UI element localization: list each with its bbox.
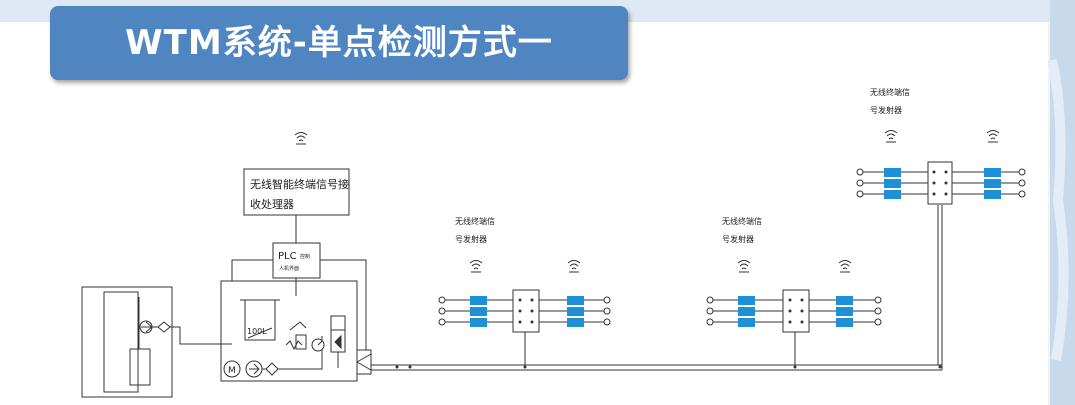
distributor-1: [512, 289, 540, 333]
transmitter-2-label-2: 号发射器: [722, 234, 754, 244]
injector-block: [984, 179, 1001, 188]
pump-cabinet: [81, 286, 173, 398]
outlet-node: [603, 296, 611, 304]
outlet-node: [706, 296, 714, 304]
injector-block: [567, 307, 584, 316]
title-banner: WTM系统-单点检测方式一: [50, 6, 628, 80]
wifi-signal-icon: [884, 130, 898, 143]
outlet-node: [438, 318, 446, 326]
outlet-node: [603, 318, 611, 326]
receiver-label-2: 收处理器: [250, 197, 294, 211]
outlet-node: [856, 168, 864, 176]
injector-block: [470, 307, 487, 316]
injector-block: [836, 307, 853, 316]
transmitter-3-label-2: 号发射器: [870, 105, 902, 115]
wifi-signal-icon: [294, 132, 308, 145]
wifi-signal-icon: [838, 260, 852, 273]
motor-symbol: [223, 360, 241, 378]
injector-block: [738, 296, 755, 305]
outlet-node: [856, 179, 864, 187]
injector-block: [738, 307, 755, 316]
injector-block: [884, 190, 901, 199]
outlet-node: [706, 318, 714, 326]
injector-block: [738, 318, 755, 327]
injector-block: [884, 168, 901, 177]
injector-block: [984, 168, 1001, 177]
receiver-label-1: 无线智能终端信号接: [250, 177, 349, 191]
injector-block: [836, 318, 853, 327]
injector-block: [836, 296, 853, 305]
motor-label: M: [228, 366, 236, 376]
transmitter-1-label-2: 号发射器: [455, 234, 487, 244]
injector-block: [567, 318, 584, 327]
outlet-node: [874, 296, 882, 304]
cabinet-frame: [103, 291, 139, 393]
wifi-signal-icon: [567, 260, 581, 273]
outlet-node: [874, 307, 882, 315]
plc-sub-1: 控制: [300, 253, 310, 260]
injector-block: [567, 296, 584, 305]
injector-block: [984, 190, 1001, 199]
transmitter-1-label-1: 无线终端信: [455, 216, 495, 226]
outlet-node: [1018, 168, 1026, 176]
outlet-node: [438, 296, 446, 304]
outlet-node: [603, 307, 611, 315]
outlet-node: [856, 190, 864, 198]
transmitter-2-label-1: 无线终端信: [722, 216, 762, 226]
outlet-node: [1018, 190, 1026, 198]
distributor-3: [927, 161, 953, 205]
diagram-panel: [0, 22, 1048, 405]
injector-rows: [438, 168, 1026, 327]
plc-sub-2: 人机界面: [279, 265, 299, 272]
transmitter-3-label-1: 无线终端信: [870, 87, 910, 97]
wifi-signal-icon: [737, 260, 751, 273]
plc-label: PLC: [278, 251, 297, 262]
outlet-node: [438, 307, 446, 315]
tank-label: 100L: [247, 327, 267, 336]
injector-block: [470, 296, 487, 305]
wifi-signal-icon: [986, 130, 1000, 143]
injector-block: [470, 318, 487, 327]
pump-station: [220, 280, 358, 382]
outlet-node: [874, 318, 882, 326]
valve: [356, 349, 372, 375]
page-title: WTM系统-单点检测方式一: [125, 23, 553, 63]
filter-unit: [330, 315, 346, 353]
outlet-node: [1018, 179, 1026, 187]
injector-block: [884, 179, 901, 188]
cabinet-cylinder: [129, 348, 151, 386]
outlet-node: [706, 307, 714, 315]
distributor-2: [782, 289, 810, 333]
wifi-signal-icon: [469, 260, 483, 273]
